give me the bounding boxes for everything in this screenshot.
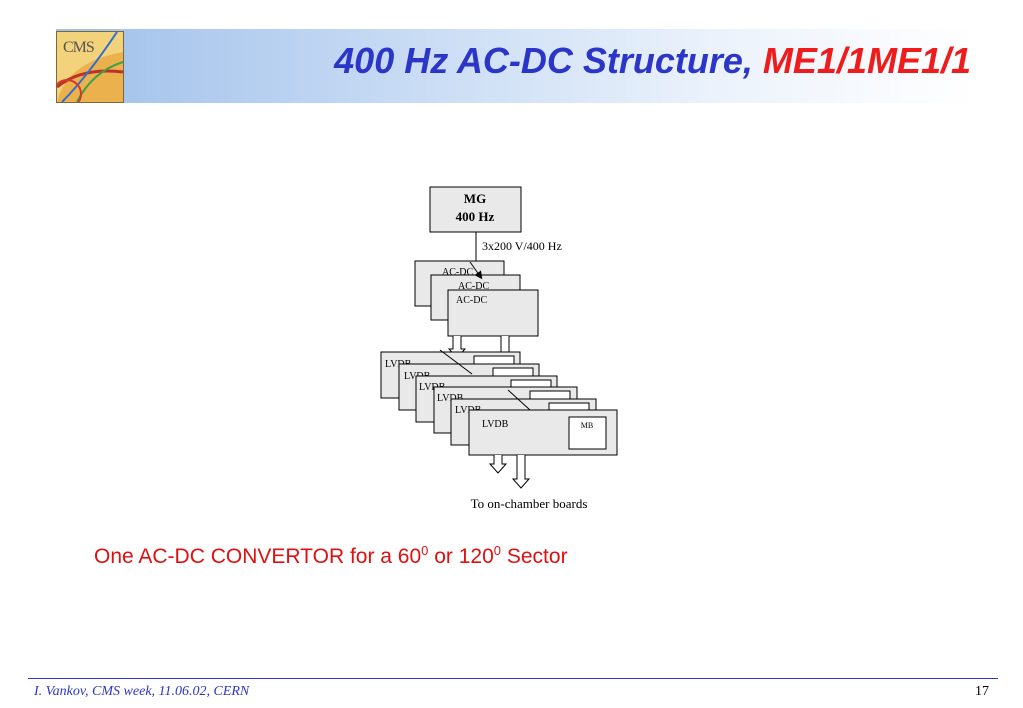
output-label: To on-chamber boards [471, 496, 588, 511]
caption-superscript: 0 [493, 543, 502, 558]
acdc-label: AC-DC [456, 295, 487, 306]
caption-text: Sector [501, 545, 568, 568]
caption-text: One AC-DC CONVERTOR for a 60 [94, 545, 422, 568]
page-number: 17 [975, 684, 989, 699]
slide-title: 400 Hz AC-DC Structure, ME1/1ME1/1 [334, 40, 971, 82]
footer-divider [28, 678, 998, 679]
cms-logo: CMS [52, 31, 124, 109]
caption-superscript: 0 [421, 543, 429, 558]
mg-box: MG 400 Hz [429, 186, 522, 233]
mb-box [568, 416, 607, 450]
title-banner [56, 29, 976, 103]
svg-text:CMS: CMS [63, 39, 94, 56]
supply-arrow [469, 261, 483, 280]
acdc-stack: AC-DC AC-DC AC-DC [414, 260, 539, 337]
lvdb-label: LVDB [482, 419, 509, 430]
acdc-label: AC-DC [442, 267, 473, 278]
lvdb-label: LVDB [437, 393, 464, 404]
mg-label: MG [464, 191, 486, 206]
supply-label: 3x200 V/400 Hz [482, 239, 562, 253]
mb-label: MB [581, 421, 593, 430]
footer-credit: I. Vankov, CMS week, 11.06.02, CERN [34, 684, 250, 699]
lvdb-stack: LVDB LVDB LVDB LVDB LVDB LVDB MB [380, 349, 618, 456]
link-line [507, 389, 531, 411]
mg-frequency-label: 400 Hz [456, 209, 495, 224]
output-arrow [488, 455, 508, 474]
acdc-box [447, 289, 539, 337]
lvdb-label: LVDB [455, 405, 482, 416]
link-line [439, 349, 473, 375]
lvdb-label: LVDB [419, 382, 446, 393]
lvdb-label: LVDB [385, 359, 412, 370]
caption-text: or 120 [428, 545, 494, 568]
caption: One AC-DC CONVERTOR for a 600 or 1200 Se… [94, 543, 568, 569]
title-main: 400 Hz AC-DC Structure, [334, 40, 763, 81]
output-arrows [488, 455, 531, 489]
output-arrow [511, 455, 531, 489]
title-highlight: ME1/1ME1/1 [762, 40, 971, 81]
acdc-label: AC-DC [458, 281, 489, 292]
